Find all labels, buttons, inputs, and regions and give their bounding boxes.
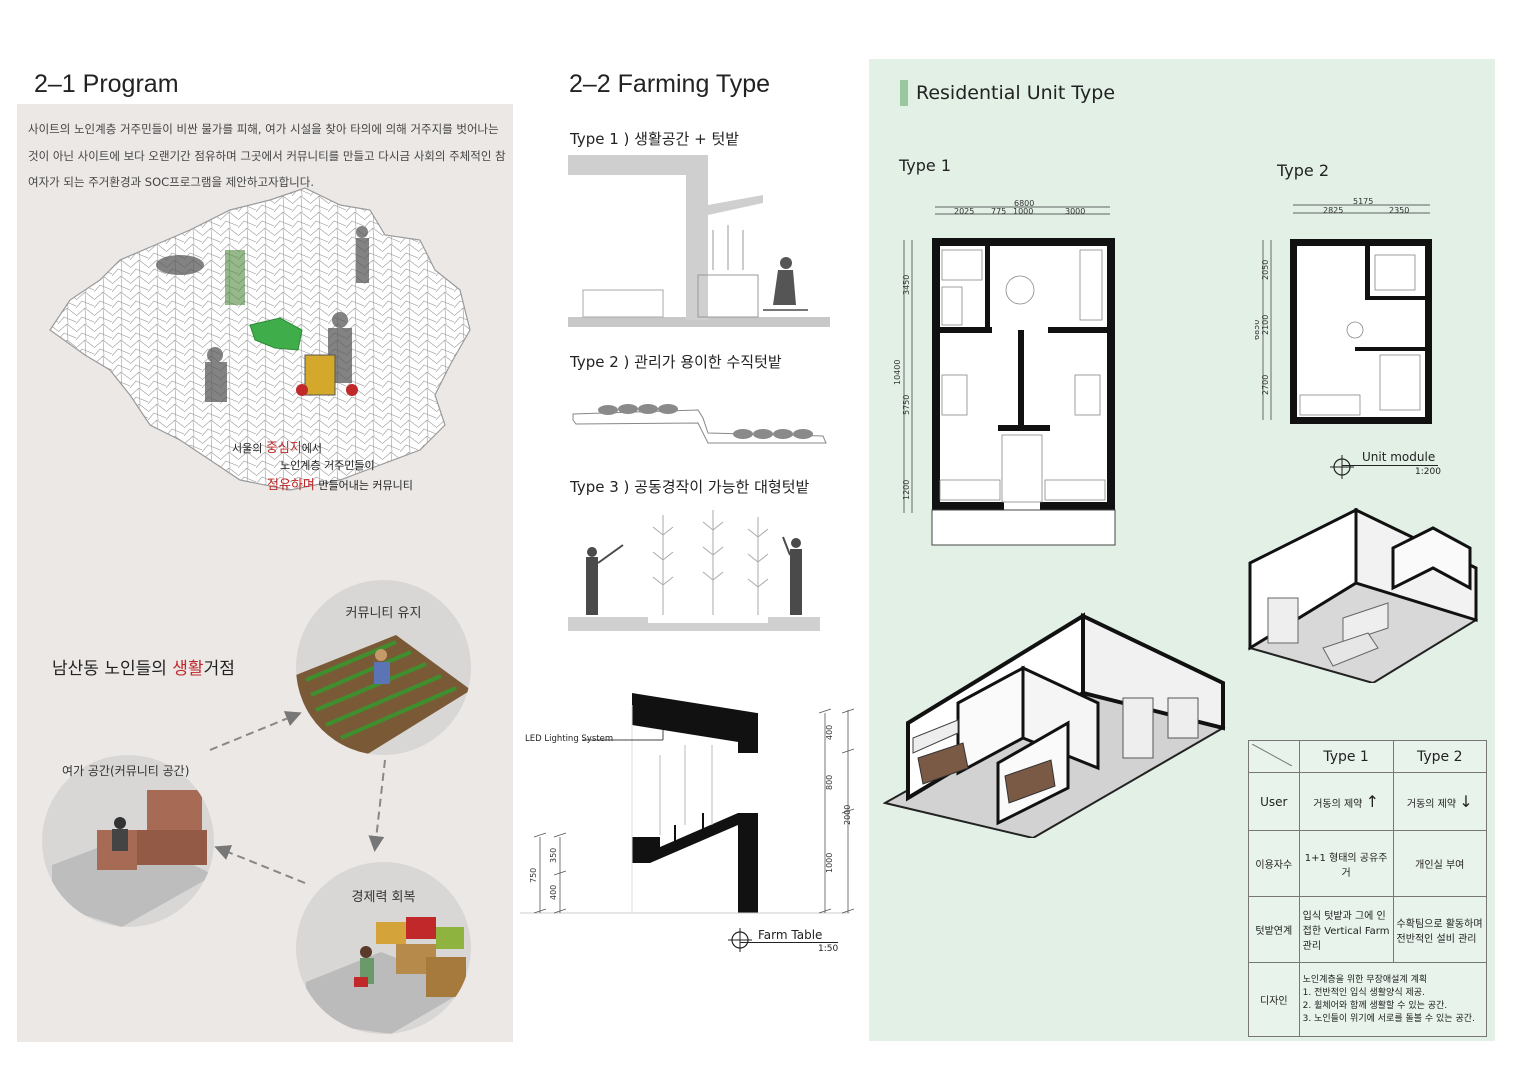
market-illustration <box>306 917 471 1034</box>
t2-dim-b: 2350 <box>1389 206 1409 215</box>
unit-module-label: Unit module <box>1362 450 1436 464</box>
t2-dim-total: 5175 <box>1353 197 1373 206</box>
map-caption-line2: 노인계층 거주민들이 <box>280 459 375 472</box>
table-col-type2: Type 2 <box>1392 740 1488 773</box>
dim-1000: 1000 <box>825 853 834 873</box>
living-base-title: 남산동 노인들의 생활거점 <box>52 659 235 679</box>
design-line-0: 노인계층을 위한 무장애설계 계획 <box>1302 974 1428 985</box>
table-row-user-head: User <box>1248 772 1300 831</box>
unit-module-marker-icon <box>1330 455 1354 479</box>
farm-table-underline <box>740 942 838 943</box>
unit-module-underline <box>1342 465 1438 466</box>
arrow-up-icon: ↑ <box>1365 792 1379 811</box>
led-label: LED Lighting System <box>525 734 614 744</box>
table-row-design-head: 디자인 <box>1248 962 1300 1037</box>
table-corner-cell <box>1248 740 1300 773</box>
t1-dim-b: 775 <box>991 207 1006 216</box>
type1-axonometric <box>883 612 1226 838</box>
farming-type1-section <box>568 155 830 327</box>
arrow-down-icon: ↓ <box>1459 792 1473 811</box>
table-row-users-head: 이용자수 <box>1248 830 1300 897</box>
dim-2000: 2000 <box>843 805 852 825</box>
t2-dim-v2: 2100 <box>1261 315 1270 335</box>
program-intro: 사이트의 노인계층 거주민들이 비싼 물가를 피해, 여가 시설을 찾아 타의에… <box>28 122 506 189</box>
dim-400: 400 <box>825 725 834 740</box>
table-users-type1: 1+1 형태의 공유주거 <box>1298 830 1394 897</box>
table-col-type1: Type 1 <box>1298 740 1394 773</box>
t1-dim-vtotal: 10400 <box>893 360 902 385</box>
table-corner-diagonal <box>1251 743 1293 767</box>
table-design-cell: 노인계층을 위한 무장애설계 계획 1. 전반적인 입식 생활양식 제공. 2.… <box>1298 962 1488 1037</box>
t2-dim-v1: 2050 <box>1261 260 1270 280</box>
table-users-type2: 개인실 부여 <box>1392 830 1488 897</box>
farm-table-section: 400 800 2000 1000 350 750 400 <box>520 693 855 914</box>
program-heading: 2–1 Program <box>34 70 179 98</box>
dim-400b: 400 <box>549 885 558 900</box>
farming-type3-section <box>568 510 820 631</box>
map-caption-line3: 점유하며 만들어내는 커뮤니티 <box>267 478 413 493</box>
design-line-3: 3. 노인들이 위기에 서로를 돌볼 수 있는 공간. <box>1302 1013 1475 1024</box>
unit-title-bar <box>900 80 908 106</box>
farm-table-label: Farm Table <box>758 928 823 942</box>
type2-axonometric <box>1248 508 1478 683</box>
unit-comparison-table: Type 1 Type 2 User 거동의 제약 ↑ 거동의 제약 ↓ 이용자… <box>1248 740 1488 1037</box>
design-line-2: 2. 휠체어와 함께 생활할 수 있는 공간. <box>1302 1000 1448 1011</box>
dim-800: 800 <box>825 775 834 790</box>
farming-type2-label: Type 2 ) 관리가 용이한 수직텃밭 <box>570 353 782 371</box>
t1-dim-v3: 1200 <box>902 480 911 500</box>
table-farm-type2: 수확팀으로 활동하며 전반적인 설비 관리 <box>1392 896 1488 963</box>
leisure-circle <box>42 755 214 927</box>
farming-type3-label: Type 3 ) 공동경작이 가능한 대형텃밭 <box>570 478 810 496</box>
table-user-type1: 거동의 제약 ↑ <box>1298 772 1394 831</box>
flow-arrows <box>209 711 386 884</box>
table-farm-type1: 입식 텃밭과 그에 인접한 Vertical Farm 관리 <box>1298 896 1394 963</box>
unit-type1-heading: Type 1 <box>899 156 952 175</box>
farming-type2-section <box>572 404 827 444</box>
t1-dim-v2: 5750 <box>902 395 911 415</box>
table-row-farm-head: 텃밭연계 <box>1248 896 1300 963</box>
design-line-1: 1. 전반적인 입식 생활양식 제공. <box>1302 987 1425 998</box>
sofa-illustration <box>52 790 214 927</box>
leisure-label: 여가 공간(커뮤니티 공간) <box>62 764 190 778</box>
economy-circle: 경제력 회복 <box>296 862 471 1034</box>
t1-dim-v1: 3450 <box>902 275 911 295</box>
unit-module-scale: 1:200 <box>1415 467 1441 477</box>
unit-type2-heading: Type 2 <box>1277 161 1330 180</box>
farming-heading: 2–2 Farming Type <box>569 70 771 98</box>
t2-dim-v3: 2700 <box>1261 375 1270 395</box>
dim-750: 750 <box>529 868 538 883</box>
farm-table-scale: 1:50 <box>818 944 839 954</box>
unit-title: Residential Unit Type <box>916 82 1116 104</box>
t1-dim-d: 3000 <box>1065 207 1085 216</box>
t2-dim-a: 2825 <box>1323 206 1343 215</box>
t1-dim-total: 6800 <box>1014 199 1034 208</box>
seoul-map <box>49 187 471 491</box>
farm-illustration <box>296 635 471 755</box>
t1-dim-c: 1000 <box>1013 207 1033 216</box>
t1-dim-a: 2025 <box>954 207 974 216</box>
map-caption-line1: 서울의 중심지에서 <box>232 441 322 456</box>
table-user-type2: 거동의 제약 ↓ <box>1392 772 1488 831</box>
t2-dim-vtotal: 6850 <box>1255 320 1261 340</box>
community-circle: 커뮤니티 유지 <box>296 580 471 755</box>
section-marker-icon <box>728 928 752 952</box>
type1-floor-plan: 6800 2025 775 1000 3000 10400 3450 5750 … <box>893 199 1116 546</box>
dim-350: 350 <box>549 848 558 863</box>
farming-type1-label: Type 1 ) 생활공간 + 텃밭 <box>570 130 740 148</box>
type2-floor-plan: 5175 2825 2350 6850 2050 2100 2700 <box>1255 197 1432 424</box>
